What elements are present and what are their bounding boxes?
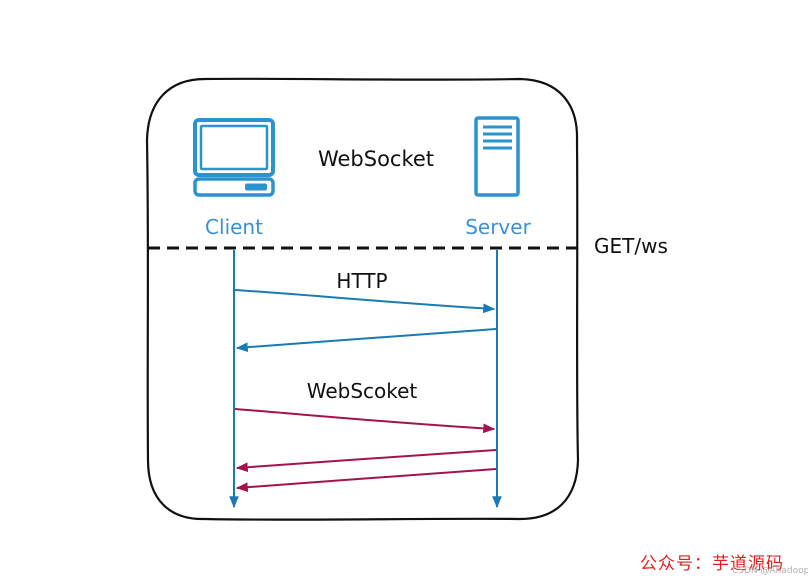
divider-label: GET/ws (594, 234, 668, 258)
watermark-text: 公众号：芋道源码 (640, 554, 784, 574)
section-label-http: HTTP (336, 269, 387, 293)
diagram-title: WebSocket (318, 147, 434, 171)
ws-server-message-arrow-1 (235, 449, 497, 473)
http-request-arrow (234, 289, 496, 314)
server-tower-icon (474, 116, 520, 197)
http-response-arrow (235, 328, 497, 353)
outer-box (145, 77, 580, 521)
client-label: Client (205, 215, 263, 239)
section-label-websocket: WebScoket (307, 379, 418, 403)
monitor-icon (193, 118, 275, 197)
server-label: Server (465, 215, 531, 239)
watermark-subtext: CSDN @Ahadoop (732, 566, 808, 576)
ws-server-message-arrow-2 (235, 468, 497, 493)
ws-client-message-arrow (234, 408, 496, 434)
